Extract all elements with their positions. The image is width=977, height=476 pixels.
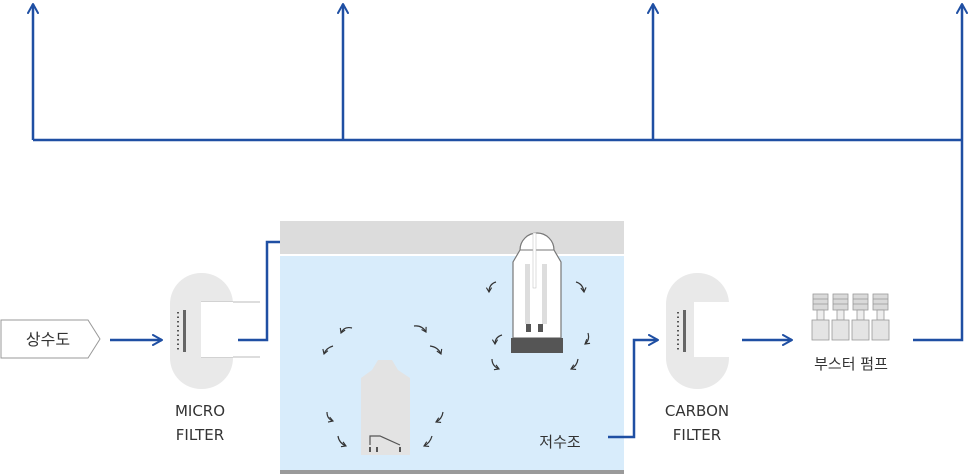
micro-filter-window <box>201 302 233 357</box>
micro-filter-label-line2: FILTER <box>176 426 224 444</box>
carbon-filter-label-line2: FILTER <box>673 426 721 444</box>
pump-outlet-pipe <box>913 140 964 342</box>
uv-sterilizer <box>511 232 563 353</box>
submersible-pump <box>361 360 410 455</box>
inlet-tag <box>0 319 101 359</box>
swirl-arrow-5 <box>326 411 335 423</box>
swirl-arrow-9 <box>485 281 497 294</box>
swirl-arrow-12 <box>584 332 591 345</box>
swirl-arrow-11 <box>491 334 503 346</box>
circulation-arrows <box>322 281 591 448</box>
swirl-arrow-4 <box>429 345 443 356</box>
swirl-arrow-1 <box>339 326 353 335</box>
tank-floor <box>280 470 624 474</box>
tank-water <box>280 255 624 470</box>
submersible-pump-leg-1 <box>369 447 371 452</box>
micro-filter: MICRO FILTER <box>170 273 260 444</box>
booster-pump: 부스터 펌프 <box>811 293 890 373</box>
uv-lamp-right <box>542 264 547 324</box>
swirl-arrow-2 <box>413 325 427 333</box>
tank-outlet-pipe <box>608 334 659 439</box>
micro-filter-label-line1: MICRO <box>175 402 225 420</box>
carbon-filter-label-line1: CARBON <box>665 402 729 420</box>
submersible-pump-leg-2 <box>376 447 378 452</box>
water-supply-inlet: 상수도 <box>0 319 101 359</box>
uv-lamp-base-right <box>538 324 543 332</box>
distribution-manifold <box>27 3 968 342</box>
micro-filter-element <box>183 310 186 352</box>
uv-sterilizer-housing <box>512 232 562 339</box>
swirl-arrow-13 <box>491 358 501 371</box>
carbon-filter: CARBON FILTER <box>665 273 729 444</box>
uv-lamp-base-left <box>526 324 531 332</box>
tank-top-space <box>280 221 624 255</box>
booster-pump-unit-2 <box>831 293 850 341</box>
carbon-filter-element <box>683 310 686 352</box>
booster-pump-unit-3 <box>851 293 870 341</box>
booster-pump-label: 부스터 펌프 <box>814 355 888 373</box>
carbon-filter-window <box>694 302 729 357</box>
uv-lamp-center <box>532 232 537 289</box>
swirl-arrow-14 <box>570 358 579 370</box>
swirl-arrow-10 <box>575 281 587 294</box>
submersible-pump-leg-3 <box>399 447 401 452</box>
booster-pump-unit-1 <box>811 293 830 341</box>
swirl-arrow-6 <box>435 411 444 423</box>
swirl-arrow-3 <box>322 345 334 356</box>
reservoir-tank: 저수조 <box>280 221 624 474</box>
reservoir-label: 저수조 <box>539 433 581 451</box>
inlet-label: 상수도 <box>26 330 70 349</box>
uv-lamp-left <box>525 264 530 324</box>
uv-sterilizer-base <box>511 338 563 353</box>
swirl-arrow-8 <box>423 435 433 447</box>
submersible-pump-float <box>369 435 401 446</box>
swirl-arrow-7 <box>337 435 348 448</box>
booster-pump-unit-4 <box>871 293 890 341</box>
submersible-pump-body <box>361 360 410 455</box>
